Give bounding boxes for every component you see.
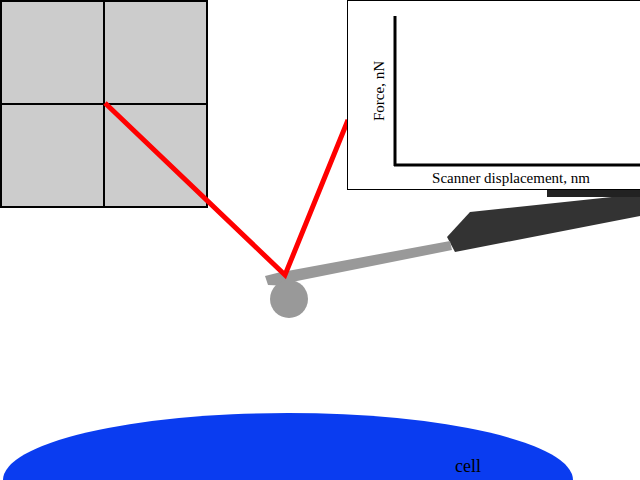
y-axis [394, 16, 397, 166]
cell-label: cell [455, 456, 481, 477]
chart-axes [347, 0, 640, 190]
cell-outline [3, 413, 573, 480]
axis-label: Force, nN [371, 61, 388, 121]
x-axis [394, 164, 640, 167]
cell-shape [3, 413, 573, 480]
photodetector [1, 1, 207, 207]
axis-label: Scanner displacement, nm [432, 170, 590, 187]
cell-body: cell [3, 413, 573, 480]
laser-beam [105, 103, 348, 275]
holder-bar [547, 189, 640, 197]
cantilever [282, 241, 452, 283]
graph-panel: Force, nN Scanner displacement, nm [347, 0, 640, 190]
cantilever-holder [447, 194, 640, 252]
bead [270, 280, 308, 318]
